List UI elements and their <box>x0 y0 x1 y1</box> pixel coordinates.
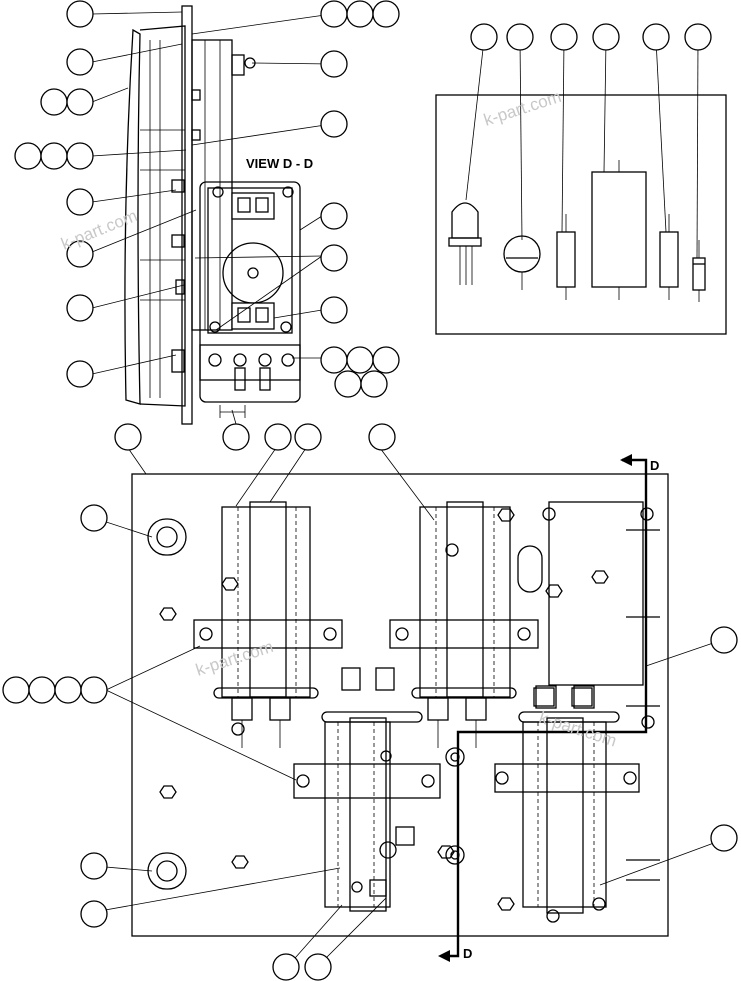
view-d-d: VIEW D - D <box>199 156 313 418</box>
side-view-assembly <box>124 5 256 425</box>
callout-bubble <box>320 244 348 272</box>
callout-bubble <box>320 346 348 374</box>
callout-bubble <box>272 953 300 981</box>
callout-bubble <box>320 110 348 138</box>
callout-bubble <box>114 423 142 451</box>
callout-bubble <box>40 88 68 116</box>
callout-bubble <box>320 0 348 28</box>
callout-bubble <box>506 23 534 51</box>
callout-bubble <box>66 48 94 76</box>
callout-bubble <box>470 23 498 51</box>
callout-bubble <box>334 370 362 398</box>
callout-bubble <box>54 676 82 704</box>
component-detail-box <box>435 94 727 335</box>
control-box-right <box>533 501 660 729</box>
callout-bubble <box>294 423 322 451</box>
callout-bubble <box>320 202 348 230</box>
callout-bubble <box>346 346 374 374</box>
callout-bubble <box>372 0 400 28</box>
callout-bubble <box>66 188 94 216</box>
relay-upper-middle <box>389 501 539 748</box>
callout-bubble <box>710 824 738 852</box>
watermarks: k-part.com k-part.com k-part.com k-part.… <box>58 87 619 751</box>
callout-bubble <box>28 676 56 704</box>
view-d-d-label: VIEW D - D <box>246 156 313 171</box>
callout-bubble <box>684 23 712 51</box>
callout-bubble <box>66 0 94 28</box>
callout-bubble <box>710 626 738 654</box>
callout-bubble <box>320 296 348 324</box>
callout-bubble <box>14 142 42 170</box>
relay-lower-right <box>494 685 660 923</box>
hex-nuts <box>159 508 609 911</box>
watermark: k-part.com <box>58 206 140 254</box>
main-plate: D D <box>131 454 669 962</box>
callout-bubble <box>66 360 94 388</box>
callout-bubble <box>372 346 400 374</box>
section-marker-bottom: D <box>463 946 472 961</box>
callout-bubble <box>40 142 68 170</box>
watermark: k-part.com <box>537 708 619 751</box>
callout-bubble <box>66 142 94 170</box>
callout-bubble <box>80 504 108 532</box>
callout-bubble <box>550 23 578 51</box>
callout-bubble <box>66 88 94 116</box>
callout-bubble <box>80 676 108 704</box>
callout-bubble <box>222 423 250 451</box>
relay-lower-left <box>293 667 441 912</box>
callout-bubble <box>592 23 620 51</box>
watermark: k-part.com <box>193 637 275 680</box>
callout-bubble <box>642 23 670 51</box>
section-line-d-d: D D <box>438 454 659 962</box>
callout-bubble <box>360 370 388 398</box>
callout-bubble <box>320 50 348 78</box>
section-marker-top: D <box>650 458 659 473</box>
callout-bubble <box>66 294 94 322</box>
callout-bubble <box>80 852 108 880</box>
callout-bubble <box>304 953 332 981</box>
callout-bubble <box>66 240 94 268</box>
leader-lines <box>91 11 723 967</box>
callout-bubble <box>2 676 30 704</box>
callout-bubble <box>264 423 292 451</box>
callout-bubble <box>346 0 374 28</box>
callout-bubble <box>368 423 396 451</box>
watermark: k-part.com <box>481 87 563 130</box>
relay-upper-left <box>193 501 343 748</box>
callout-bubble <box>80 900 108 928</box>
